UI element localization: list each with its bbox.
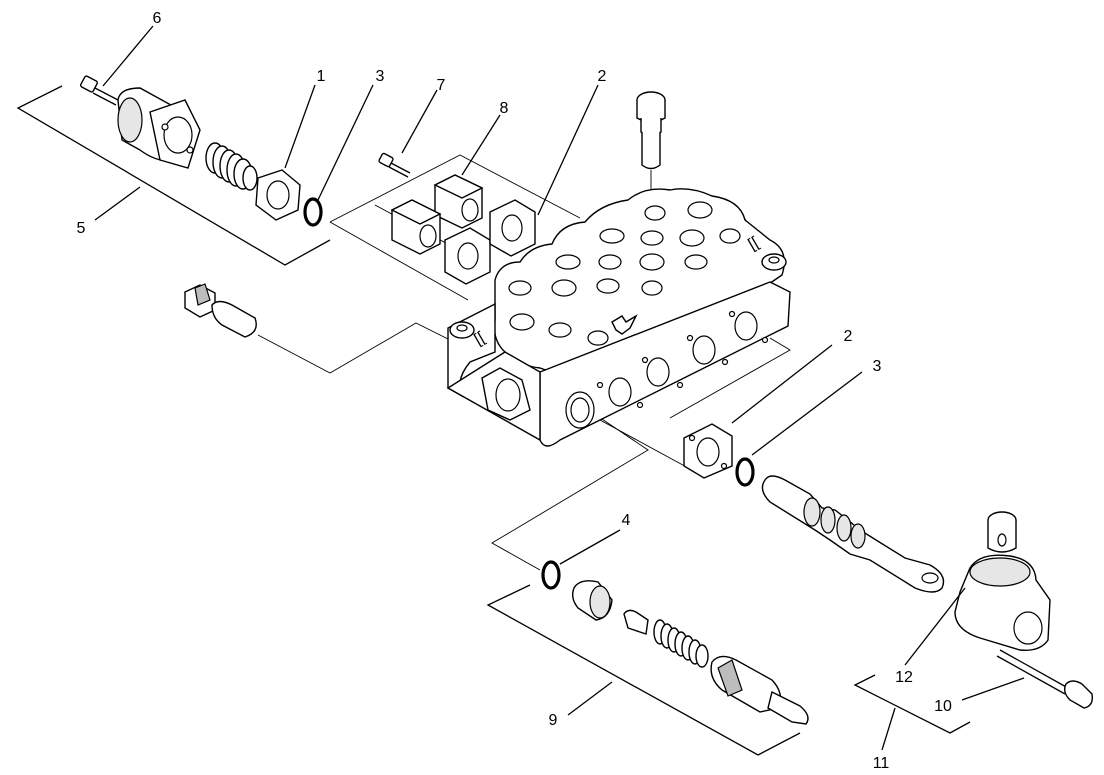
- callout-labels: 6 1 3 7 8 2 5 2 3 4 9 12 10 11: [77, 10, 952, 772]
- leader-lines: [94, 25, 1025, 751]
- o-ring-item-4: [541, 560, 561, 590]
- o-ring-item-3-lower: [735, 457, 755, 487]
- bracket-group-9: [486, 584, 801, 756]
- callout-2-lower: 2: [844, 328, 853, 345]
- callout-11: 11: [873, 755, 890, 772]
- o-ring-item-3-top: [303, 197, 323, 227]
- callout-2-top: 2: [598, 68, 607, 85]
- callout-4: 4: [622, 512, 631, 529]
- callout-6: 6: [153, 10, 162, 27]
- spool: [761, 475, 945, 593]
- bracket-group-5: [16, 85, 331, 266]
- callout-7: 7: [437, 77, 446, 94]
- callout-1: 1: [317, 68, 326, 85]
- callout-3-lower: 3: [873, 358, 882, 375]
- bolt-item-10: [996, 649, 1094, 709]
- assembly-guide-lines: [257, 154, 791, 571]
- flange-plate-item-1: [255, 169, 301, 221]
- flange-item-2-lower: [683, 423, 733, 479]
- solenoid-valve-left: [184, 283, 257, 338]
- callout-12: 12: [895, 669, 913, 686]
- callout-9: 9: [549, 712, 558, 729]
- lever-housing-item-12: [954, 511, 1051, 651]
- callout-8: 8: [500, 100, 509, 117]
- callout-5: 5: [77, 220, 86, 237]
- square-flanges: [444, 199, 536, 285]
- bracket-group-11: [853, 674, 971, 734]
- valve-body-block: [[ [[: [446, 188, 791, 447]
- callout-3-top: 3: [376, 68, 385, 85]
- screw-item-6: [80, 75, 119, 106]
- callout-10: 10: [934, 698, 952, 715]
- spring-icon: [205, 142, 258, 191]
- poppet-top: [636, 91, 666, 170]
- screw-item-7: [378, 152, 411, 178]
- relief-valve-item-9: [571, 580, 809, 725]
- solenoid-coil-item-5: [117, 87, 201, 169]
- plug-blocks-item-8: [390, 174, 484, 255]
